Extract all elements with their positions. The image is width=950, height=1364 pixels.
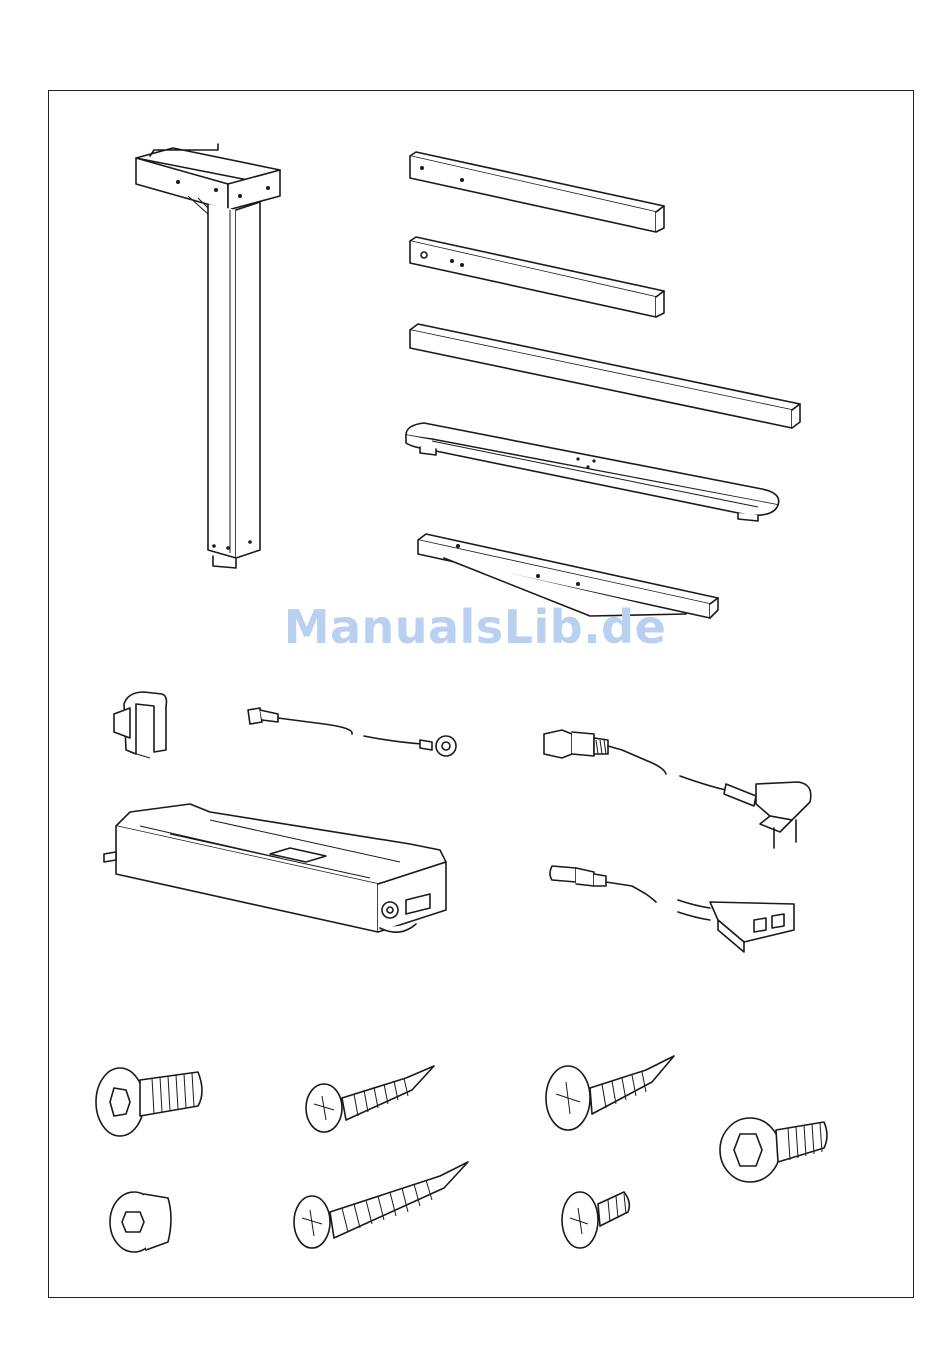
countersunk-hex-screw — [90, 1062, 210, 1142]
cap-head-screw — [716, 1108, 832, 1186]
wood-screw-long — [290, 1158, 472, 1258]
foot — [402, 415, 787, 527]
flange-screw — [542, 1052, 682, 1137]
ground-cable — [244, 700, 469, 760]
side-bracket-holes — [406, 235, 668, 325]
machine-screw-short — [558, 1182, 638, 1252]
wood-screw-short — [300, 1060, 440, 1140]
cable-clip — [110, 688, 172, 762]
control-box — [100, 804, 460, 934]
side-bracket-short — [406, 150, 668, 240]
hand-switch — [546, 860, 802, 950]
power-cord — [538, 724, 828, 854]
watermark-text: ManualsLib.de — [0, 600, 950, 654]
lifting-column — [128, 138, 288, 568]
set-screw — [104, 1184, 176, 1256]
